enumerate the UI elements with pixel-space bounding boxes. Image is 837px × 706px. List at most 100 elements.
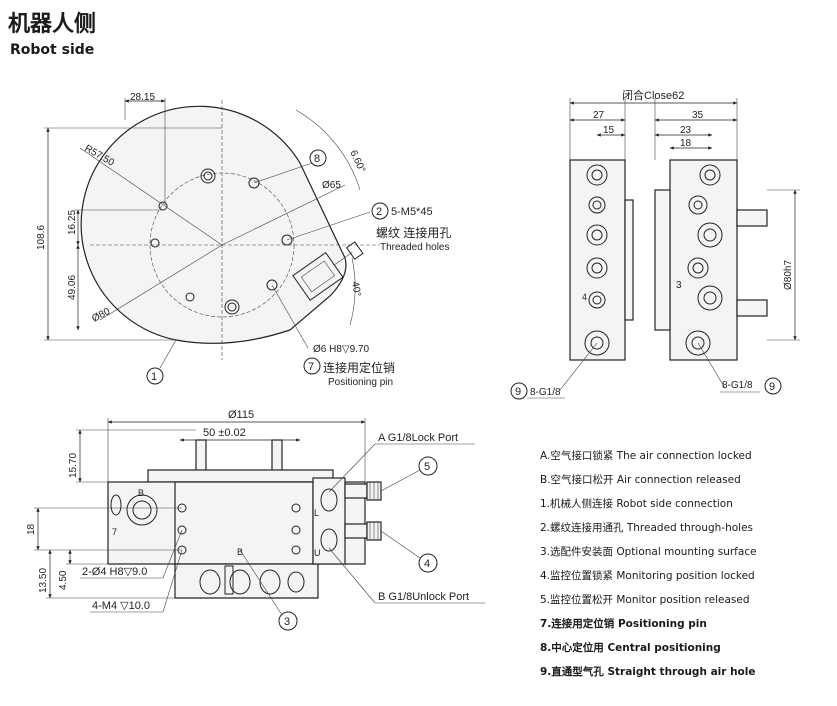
callout-marker-7-label: 7	[308, 361, 314, 373]
callout-marker-7	[303, 357, 321, 375]
threaded-holes-en: Threaded holes	[380, 242, 450, 253]
dim-d80h7: Ø80h7	[783, 260, 794, 290]
legend-item: 2.螺纹连接用通孔 Threaded through-holes	[540, 522, 754, 534]
legend-item: 1.机械人侧连接 Robot side connection	[540, 498, 733, 510]
threaded-holes-zh: 螺纹 连接用孔	[376, 225, 451, 240]
hole	[266, 279, 278, 291]
legend-item: 3.选配件安装面 Optional mounting surface	[540, 546, 757, 558]
legend-item: A.空气接口锁紧 The air connection locked	[540, 450, 752, 462]
hole	[200, 168, 216, 184]
callout-marker-9-left	[510, 382, 528, 400]
hole	[150, 238, 160, 248]
hole-inner	[203, 171, 213, 181]
side-left-small-label: 4	[582, 292, 587, 302]
dim-d80: Ø80	[90, 306, 112, 325]
side-pin-bottom	[736, 299, 768, 317]
dim-28-15: 28.15	[130, 92, 155, 103]
callout-marker-3-label: 3	[284, 616, 290, 628]
side-center-label: 3	[676, 280, 682, 291]
callout-marker-4-label: 4	[424, 558, 430, 570]
side-flange-left	[624, 199, 634, 321]
hole	[281, 234, 293, 246]
dim-d65: Ø65	[322, 180, 341, 191]
threaded-holes-spec: 5-M5*45	[391, 206, 433, 218]
front-view: Ø115 50 ±0.02 B B 7	[26, 409, 485, 631]
dim-13-50: 13.50	[38, 568, 49, 593]
page-title: 机器人侧	[8, 12, 97, 37]
top-view-holes	[150, 168, 293, 315]
front-left-port	[126, 494, 158, 526]
top-view-outline	[80, 105, 347, 344]
side-right-ports	[685, 164, 723, 356]
callout-marker-5	[418, 456, 438, 476]
front-left-slot	[110, 494, 122, 516]
dim-15-70: 15.70	[68, 453, 79, 478]
callout-marker-9-left-label: 9	[515, 386, 521, 398]
close-dim: 闭合Close62	[622, 88, 684, 102]
callout-marker-2-label: 2	[376, 206, 382, 218]
bolt-circle	[149, 172, 295, 318]
dim-49-06: 49.06	[67, 275, 78, 300]
hole-inner	[227, 302, 237, 312]
dim-15: 15	[603, 125, 615, 136]
hole	[224, 299, 240, 315]
dim-angle-6-60: 6.60°	[347, 149, 367, 175]
callout-marker-2	[371, 202, 389, 220]
side-left-ports	[584, 164, 610, 356]
port-right-spec: 8-G1/8	[722, 380, 753, 391]
side-body-left	[569, 159, 626, 361]
side-pin-top	[736, 209, 768, 227]
fitting-unlock	[344, 521, 382, 541]
callout-marker-8-label: 8	[314, 153, 320, 165]
callout-marker-8	[309, 149, 327, 167]
legend-item: B.空气接口松开 Air connection released	[540, 474, 741, 486]
dim-50: 50 ±0.02	[203, 427, 246, 439]
page-subtitle: Robot side	[10, 42, 95, 58]
sensor-block	[292, 241, 364, 301]
holes-spec-2: 4-M4 ▽10.0	[92, 600, 150, 612]
holes-spec-1: 2-Ø4 H8▽9.0	[82, 566, 147, 578]
positioning-pin-zh: 连接用定位销	[323, 360, 395, 375]
side-flange-right	[654, 189, 671, 331]
label-u: U	[314, 548, 321, 558]
legend-item: 5.监控位置松开 Monitor position released	[540, 594, 750, 606]
legend-item: 7.连接用定位销 Positioning pin	[540, 618, 707, 630]
label-b-top: B	[138, 488, 144, 498]
front-top-flange	[147, 469, 334, 483]
legend-item: 8.中心定位用 Central positioning	[540, 642, 721, 654]
front-bottom-lobe	[174, 563, 319, 599]
positioning-pin-spec: Ø6 H8▽9.70	[313, 344, 369, 355]
front-bottom-ports	[199, 565, 305, 595]
top-view: 28.15 108.6 16.25 49.06 R57.50 Ø65 Ø80 6…	[36, 92, 451, 388]
front-right-block	[312, 477, 346, 565]
dim-108-6: 108.6	[36, 225, 47, 250]
hole	[248, 177, 260, 189]
port-left-spec: 8-G1/8	[530, 387, 561, 398]
dim-35: 35	[692, 110, 704, 121]
hole	[185, 292, 195, 302]
dim-27: 27	[593, 110, 605, 121]
callout-marker-3	[278, 611, 298, 631]
port-a-label: A G1/8Lock Port	[378, 432, 458, 444]
callout-marker-5-label: 5	[424, 461, 430, 473]
side-view: 闭合Close62 27 35 15 23 18	[510, 88, 800, 400]
dim-d115: Ø115	[228, 409, 254, 421]
dim-4-50: 4.50	[58, 570, 69, 590]
dim-18: 18	[680, 138, 692, 149]
dim-16-25: 16.25	[67, 210, 78, 235]
label-l: L	[314, 508, 319, 518]
fitting-lock	[344, 481, 382, 501]
dim-angle-40: 40°	[349, 281, 362, 298]
callout-marker-1-label: 1	[151, 371, 157, 383]
callout-marker-9-right	[764, 377, 782, 395]
label-num-7: 7	[112, 527, 117, 537]
port-b-label: B G1/8Unlock Port	[378, 591, 469, 603]
legend-item: 9.直通型气孔 Straight through air hole	[540, 666, 756, 678]
dim-23: 23	[680, 125, 692, 136]
callout-marker-9-right-label: 9	[769, 381, 775, 393]
dim-18-front: 18	[26, 523, 37, 535]
positioning-pin-en: Positioning pin	[328, 377, 393, 388]
label-b-bottom: B	[237, 547, 243, 557]
